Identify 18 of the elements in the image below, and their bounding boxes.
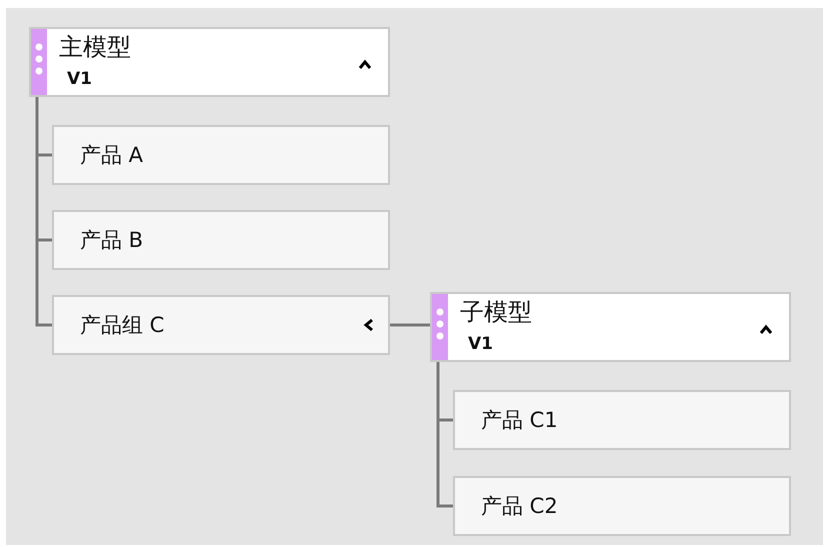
product-row: [453, 476, 791, 536]
connector-line: [390, 324, 430, 326]
product-row: [453, 390, 791, 450]
model-card: [430, 292, 791, 362]
product-name: 产品组 C: [80, 312, 164, 339]
model-name: 主模型: [59, 32, 131, 63]
version-label: V1: [67, 69, 92, 89]
product-row: [52, 210, 390, 270]
product-name: 产品 C1: [481, 407, 558, 434]
version-label: V1: [468, 334, 493, 354]
product-name: 产品 C2: [481, 493, 558, 520]
product-row: [52, 295, 390, 355]
model-card: [29, 27, 390, 97]
product-name: 产品 A: [80, 142, 144, 169]
product-row: [52, 125, 390, 185]
connector-line: [36, 97, 52, 326]
model-name: 子模型: [460, 297, 532, 328]
product-name: 产品 B: [80, 227, 144, 254]
